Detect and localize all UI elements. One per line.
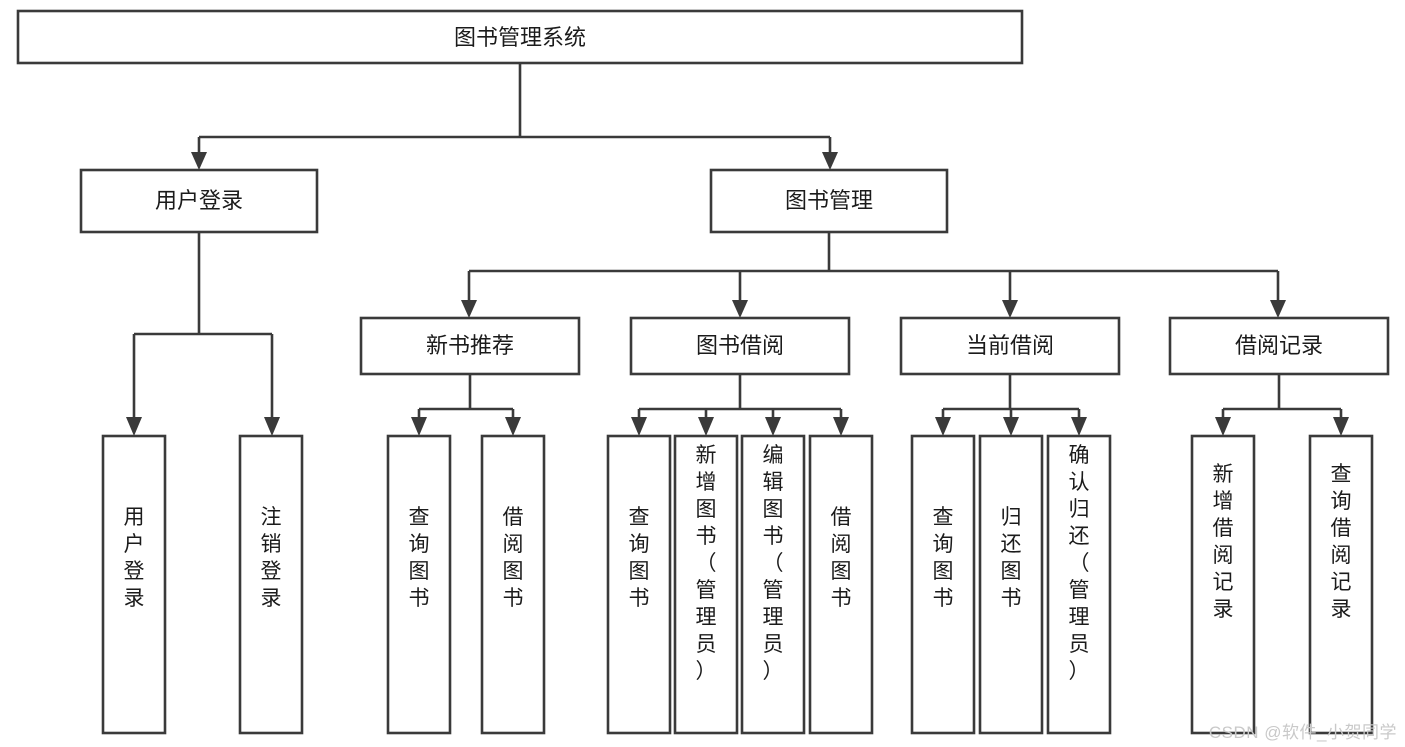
leaf-query-record-label: 查询借阅记录 [1331, 463, 1352, 621]
arrow-to-user-login [191, 152, 207, 170]
borrow-record-label: 借阅记录 [1235, 333, 1323, 358]
node-book-management[interactable]: 图书管理 [709, 168, 949, 234]
borrow-record-box[interactable] [1168, 316, 1390, 376]
leaf-user-logout-box[interactable] [238, 434, 304, 735]
connector-newbook-bus [417, 374, 515, 420]
leaf-return-book-label: 归还图书 [1001, 506, 1022, 610]
node-root[interactable]: 图书管理系统 [16, 9, 1024, 65]
book-management-label: 图书管理 [785, 188, 873, 213]
book-management-box[interactable] [709, 168, 949, 234]
node-leaf-edit-book[interactable]: 编辑图书（管理员） [740, 434, 806, 735]
leaf-edit-book-box[interactable] [740, 434, 806, 735]
csdn-watermark: CSDN @软件_小贺同学 [1208, 723, 1397, 742]
arrow-to-new-book-recommend [461, 300, 477, 318]
arrow-to-leaf-return-book [1003, 417, 1019, 436]
leaf-confirm-return-label: 确认归还（管理员） [1069, 444, 1090, 683]
arrow-to-leaf-confirm-return [1071, 417, 1087, 436]
current-borrow-box[interactable] [899, 316, 1121, 376]
book-borrow-label: 图书借阅 [696, 333, 784, 358]
node-borrow-record[interactable]: 借阅记录 [1168, 316, 1390, 376]
arrow-to-leaf-user-logout [264, 417, 280, 436]
leaf-user-login-box[interactable] [101, 434, 167, 735]
leaf-borrow-book-1-label: 借阅图书 [503, 506, 524, 610]
root-label: 图书管理系统 [454, 25, 586, 50]
arrow-to-leaf-borrow-book-2 [833, 417, 849, 436]
user-login-box[interactable] [79, 168, 319, 234]
leaf-borrow-book-2-label: 借阅图书 [831, 506, 852, 610]
connector-bookmgmt-bus [467, 232, 1280, 303]
node-user-login[interactable]: 用户登录 [79, 168, 319, 234]
new-book-recommend-box[interactable] [359, 316, 581, 376]
arrow-to-leaf-add-record [1215, 417, 1231, 436]
connector-userlogin-bus [132, 232, 274, 420]
leaf-query-book-1-label: 查询图书 [409, 506, 430, 610]
connector-layer [126, 63, 1349, 436]
leaf-query-book-2-box[interactable] [606, 434, 672, 735]
leaf-query-book-1-box[interactable] [386, 434, 452, 735]
arrow-to-leaf-query-book-1 [411, 417, 427, 436]
arrow-to-book-borrow [732, 300, 748, 318]
node-leaf-confirm-return[interactable]: 确认归还（管理员） [1046, 434, 1112, 735]
root-box[interactable] [16, 9, 1024, 65]
node-book-borrow[interactable]: 图书借阅 [629, 316, 851, 376]
leaf-query-record-box[interactable] [1308, 434, 1374, 735]
connector-currentborrow-bus [941, 374, 1081, 420]
connector-root-bus [197, 63, 832, 155]
node-current-borrow[interactable]: 当前借阅 [899, 316, 1121, 376]
node-leaf-query-book-3[interactable]: 查询图书 [910, 434, 976, 735]
arrow-to-leaf-user-login [126, 417, 142, 436]
book-borrow-box[interactable] [629, 316, 851, 376]
node-leaf-return-book[interactable]: 归还图书 [978, 434, 1044, 735]
leaf-edit-book-label: 编辑图书（管理员） [763, 444, 784, 683]
arrow-to-leaf-query-record [1333, 417, 1349, 436]
leaf-node-layer: 用户登录 注销登录 查询图书 借阅图书 查询图书 新增图书（管理员） [101, 434, 1374, 735]
leaf-borrow-book-2-box[interactable] [808, 434, 874, 735]
node-leaf-borrow-book-1[interactable]: 借阅图书 [480, 434, 546, 735]
node-leaf-add-record[interactable]: 新增借阅记录 [1190, 434, 1256, 735]
arrow-to-leaf-query-book-2 [631, 417, 647, 436]
node-leaf-user-login[interactable]: 用户登录 [101, 434, 167, 735]
node-leaf-query-book-2[interactable]: 查询图书 [606, 434, 672, 735]
leaf-query-book-2-label: 查询图书 [629, 506, 650, 610]
leaf-return-book-box[interactable] [978, 434, 1044, 735]
leaf-add-book-box[interactable] [673, 434, 739, 735]
node-leaf-query-book-1[interactable]: 查询图书 [386, 434, 452, 735]
arrow-to-leaf-add-book [698, 417, 714, 436]
node-leaf-query-record[interactable]: 查询借阅记录 [1308, 434, 1374, 735]
leaf-query-book-3-box[interactable] [910, 434, 976, 735]
node-leaf-user-logout[interactable]: 注销登录 [238, 434, 304, 735]
leaf-add-book-label: 新增图书（管理员） [696, 444, 717, 683]
node-leaf-borrow-book-2[interactable]: 借阅图书 [808, 434, 874, 735]
new-book-recommend-label: 新书推荐 [426, 333, 514, 358]
leaf-add-record-label: 新增借阅记录 [1213, 463, 1234, 621]
arrow-to-borrow-record [1270, 300, 1286, 318]
arrow-to-leaf-borrow-book-1 [505, 417, 521, 436]
leaf-confirm-return-box[interactable] [1046, 434, 1112, 735]
leaf-query-book-3-label: 查询图书 [933, 506, 954, 610]
leaf-user-logout-label: 注销登录 [261, 506, 282, 610]
arrow-to-current-borrow [1002, 300, 1018, 318]
leaf-add-record-box[interactable] [1190, 434, 1256, 735]
connector-borrowrecord-bus [1221, 374, 1343, 420]
node-new-book-recommend[interactable]: 新书推荐 [359, 316, 581, 376]
leaf-borrow-book-1-box[interactable] [480, 434, 546, 735]
leaf-user-login-label: 用户登录 [124, 506, 145, 610]
current-borrow-label: 当前借阅 [966, 333, 1054, 358]
node-leaf-add-book[interactable]: 新增图书（管理员） [673, 434, 739, 735]
connector-bookborrow-bus [637, 374, 843, 420]
arrow-to-book-management [822, 152, 838, 170]
arrow-to-leaf-query-book-3 [935, 417, 951, 436]
arrow-to-leaf-edit-book [765, 417, 781, 436]
user-login-label: 用户登录 [155, 188, 243, 213]
